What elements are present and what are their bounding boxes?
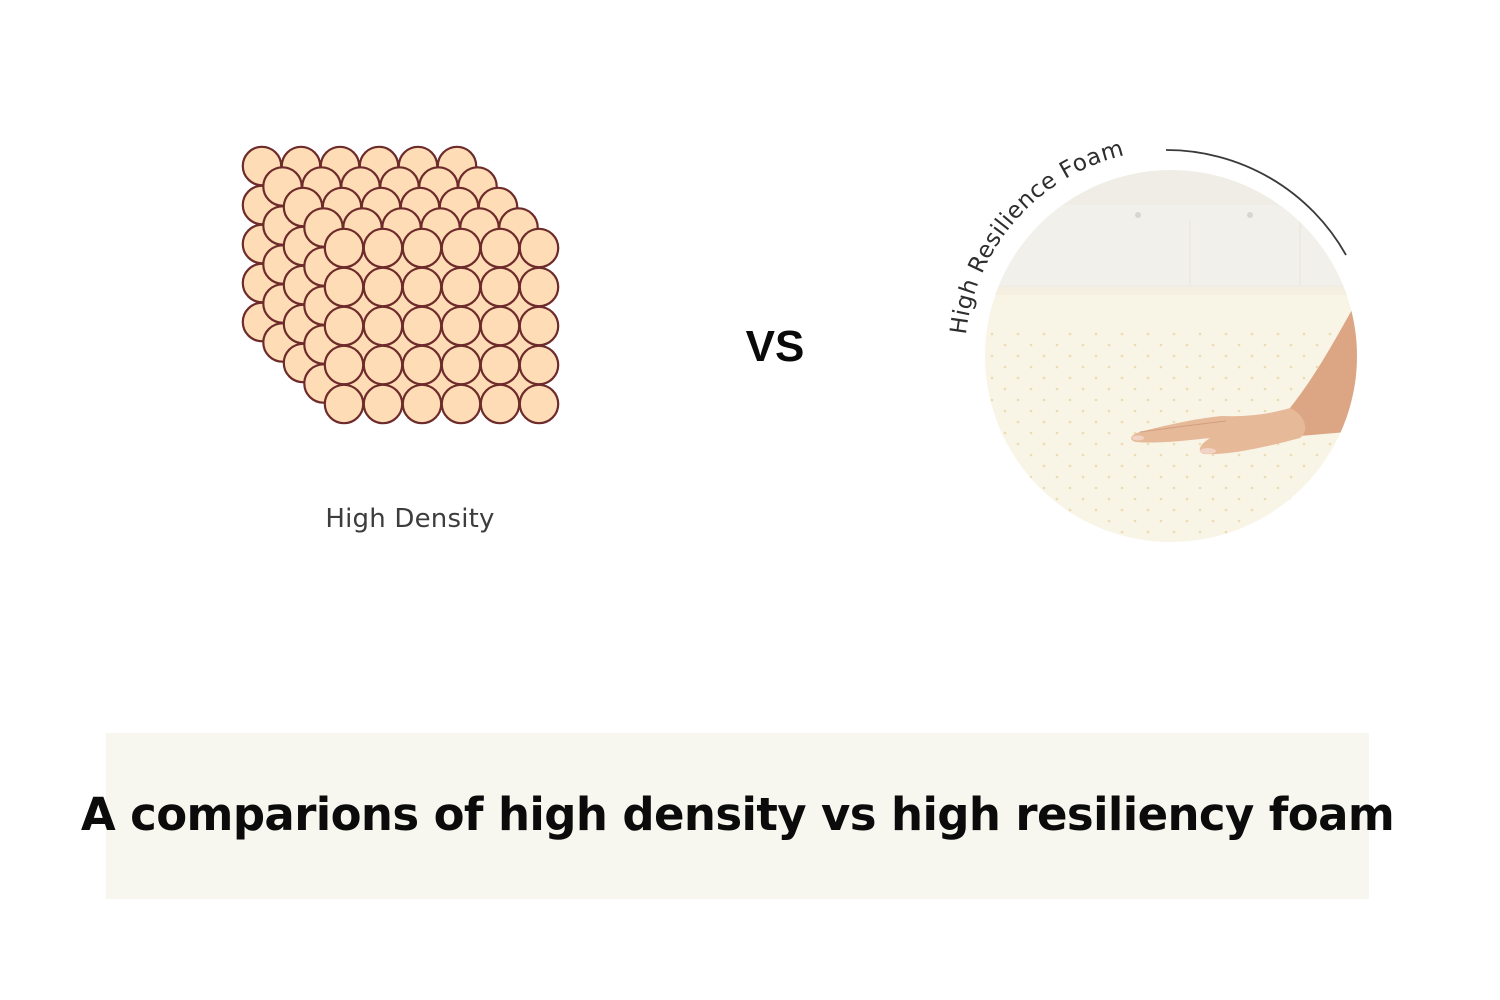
foam-cell-circle [323, 383, 365, 425]
foam-cell-circle [323, 305, 365, 347]
foam-cell-circle [362, 227, 404, 269]
foam-cell-circle [323, 227, 365, 269]
foam-cell-circle [362, 344, 404, 386]
foam-cell-circle [479, 344, 521, 386]
foam-cell-circle [479, 227, 521, 269]
foam-cell-circle [518, 305, 560, 347]
high-density-diagram [241, 145, 560, 425]
foam-cell-circle [518, 383, 560, 425]
foam-cell-circle [323, 344, 365, 386]
foam-cell-circle [440, 266, 482, 308]
foam-cell-circle [479, 266, 521, 308]
foam-cell-circle [518, 266, 560, 308]
foam-cell-circle [518, 227, 560, 269]
foam-cell-circle [440, 344, 482, 386]
foam-cell-circle [401, 344, 443, 386]
foam-cell-circle [440, 383, 482, 425]
foam-cell-circle [362, 305, 404, 347]
circle-lattice [241, 145, 560, 425]
foam-cell-circle [401, 383, 443, 425]
foam-cell-circle [479, 383, 521, 425]
vs-label: VS [745, 322, 805, 371]
foam-cell-circle [518, 344, 560, 386]
mattress-photo [985, 170, 1357, 542]
headboard-button-icon [1135, 212, 1141, 218]
foam-cell-circle [401, 266, 443, 308]
foam-cell-circle [323, 266, 365, 308]
arc-decoration-line [1165, 149, 1347, 256]
hand-image [1131, 296, 1357, 455]
foam-cell-circle [401, 227, 443, 269]
foam-cell-circle [440, 227, 482, 269]
caption-text: A comparions of high density vs high res… [80, 787, 1395, 841]
foam-cell-circle [440, 305, 482, 347]
caption-banner: A comparions of high density vs high res… [81, 733, 1395, 899]
foam-cell-circle [362, 266, 404, 308]
foam-cell-circle [401, 305, 443, 347]
high-density-label: High Density [325, 504, 495, 534]
headboard-button-icon [1247, 212, 1253, 218]
foam-cell-circle [362, 383, 404, 425]
foam-cell-circle [479, 305, 521, 347]
high-resilience-foam-figure: High Resilience Foam [946, 136, 1357, 542]
